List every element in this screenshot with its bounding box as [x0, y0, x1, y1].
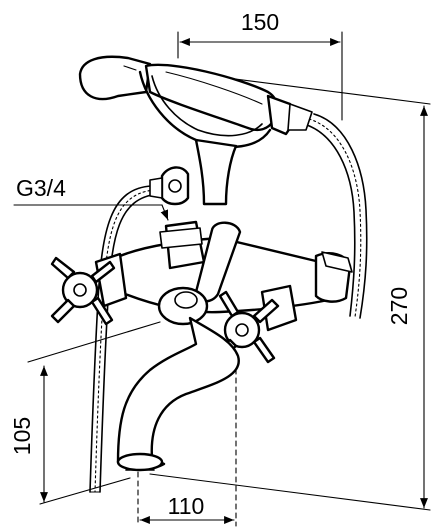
left-handle-arm-lower-right[interactable]	[90, 296, 114, 326]
diverter-lever[interactable]	[157, 221, 242, 326]
right-handle-hub	[223, 311, 261, 349]
diverter-outlet	[149, 166, 190, 206]
right-handle-arm-lower-right[interactable]	[252, 336, 276, 364]
dimension-label-150: 150	[241, 9, 279, 35]
right-connector-nut	[321, 251, 353, 273]
right-handle-index	[235, 323, 249, 337]
dimension-spout-height: 105	[9, 321, 161, 505]
extension-line	[39, 477, 131, 505]
hose-connector	[287, 103, 313, 131]
dimension-label-105: 105	[9, 417, 35, 455]
shower-handset	[78, 55, 313, 136]
hose-braid	[308, 118, 362, 318]
outlet-connector	[149, 177, 163, 199]
left-cross-handle[interactable]	[50, 252, 128, 326]
lever-base-cap	[174, 291, 198, 309]
outlet-nut	[168, 179, 182, 193]
lever-base	[157, 286, 209, 326]
left-handle-arm-upper-right[interactable]	[90, 260, 116, 284]
handset-head	[78, 55, 152, 101]
handset-cradle	[138, 70, 272, 206]
hose-braid	[94, 189, 156, 493]
dimension-label-270: 270	[386, 287, 412, 325]
dimension-label-110: 110	[168, 493, 205, 519]
right-handle-arm-upper-right[interactable]	[252, 298, 280, 324]
left-handle-hub	[61, 271, 99, 309]
dimension-top-width: 150	[177, 9, 343, 121]
cradle-column	[194, 138, 238, 206]
right-handle-arm-upper-left[interactable]	[218, 290, 240, 318]
handset-grip-highlight	[165, 71, 263, 105]
dimension-spout-reach: 110	[137, 359, 237, 527]
left-handle-arm-lower-left[interactable]	[50, 298, 76, 324]
extension-line	[149, 473, 431, 511]
spout-outlet	[116, 452, 164, 472]
bath-spout	[116, 316, 240, 472]
extension-line	[27, 321, 161, 363]
spout-body	[116, 316, 240, 470]
thread-label: G3/4	[16, 175, 66, 201]
thread-callout: G3/4	[13, 175, 169, 221]
right-cross-handle[interactable]	[212, 284, 298, 364]
hose-outline-outer	[313, 113, 368, 319]
hose-outline-inner	[303, 123, 356, 317]
left-handle-arm-upper-left[interactable]	[50, 256, 76, 280]
shower-hose-right	[303, 113, 368, 319]
handset-head-detail	[123, 65, 137, 71]
cradle-fork-inner	[151, 75, 263, 137]
leader-arrow	[160, 204, 169, 221]
left-riser-nut	[159, 227, 203, 249]
left-handle-index	[73, 283, 87, 297]
